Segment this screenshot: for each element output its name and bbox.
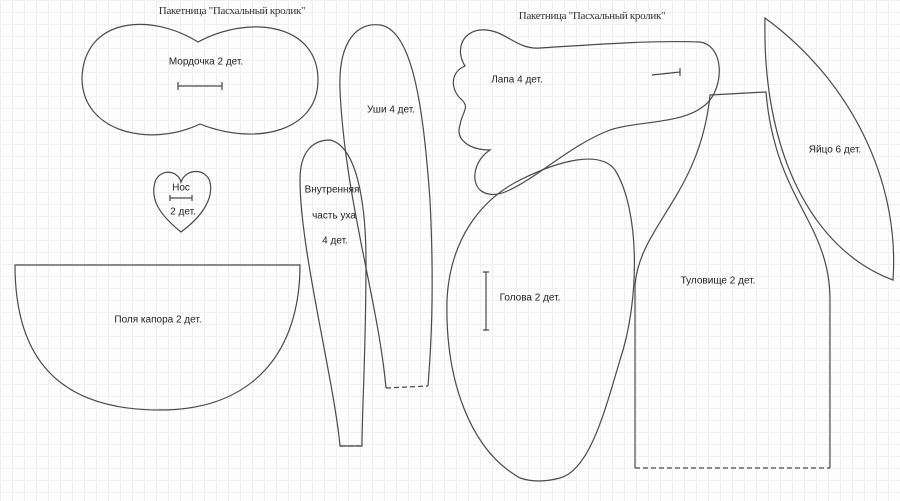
bonnet-brim-label: Поля капора 2 дет. bbox=[114, 314, 202, 326]
ears-label: Уши 4 дет. bbox=[367, 104, 415, 116]
muzzle-label: Мордочка 2 дет. bbox=[168, 56, 244, 68]
head-outline bbox=[446, 158, 636, 482]
ear-dashed-edge bbox=[385, 385, 429, 389]
paw-outline bbox=[452, 29, 720, 196]
nose-marking bbox=[169, 195, 193, 201]
bonnet-brim-outline bbox=[14, 264, 301, 411]
nose-label: Нос bbox=[172, 182, 190, 194]
paw-label: Лапа 4 дет. bbox=[491, 74, 543, 86]
head-marking bbox=[483, 271, 489, 331]
sheet-title-left: Пакетница "Пасхальный кролик" bbox=[158, 5, 306, 17]
inner-ear-outline bbox=[299, 139, 367, 447]
muzzle-marking bbox=[177, 82, 223, 90]
nose-count-label: 2 дет. bbox=[170, 206, 196, 218]
inner-ear-label-2: часть уха bbox=[312, 210, 356, 222]
egg-outline bbox=[764, 16, 895, 281]
egg-label: Яйцо 6 дет. bbox=[808, 144, 862, 156]
paw-marking bbox=[651, 68, 681, 76]
nose-outline bbox=[153, 170, 212, 233]
ear-outline bbox=[339, 24, 433, 389]
body-outline bbox=[634, 91, 831, 468]
inner-ear-label-1: Внутренняя bbox=[304, 184, 360, 196]
sheet-title-right: Пакетница "Пасхальный кролик" bbox=[518, 10, 666, 22]
muzzle-outline bbox=[81, 23, 319, 136]
inner-ear-label-3: 4 дет. bbox=[322, 235, 348, 247]
head-label: Голова 2 дет. bbox=[499, 292, 561, 304]
body-label: Туловище 2 дет. bbox=[680, 275, 756, 287]
